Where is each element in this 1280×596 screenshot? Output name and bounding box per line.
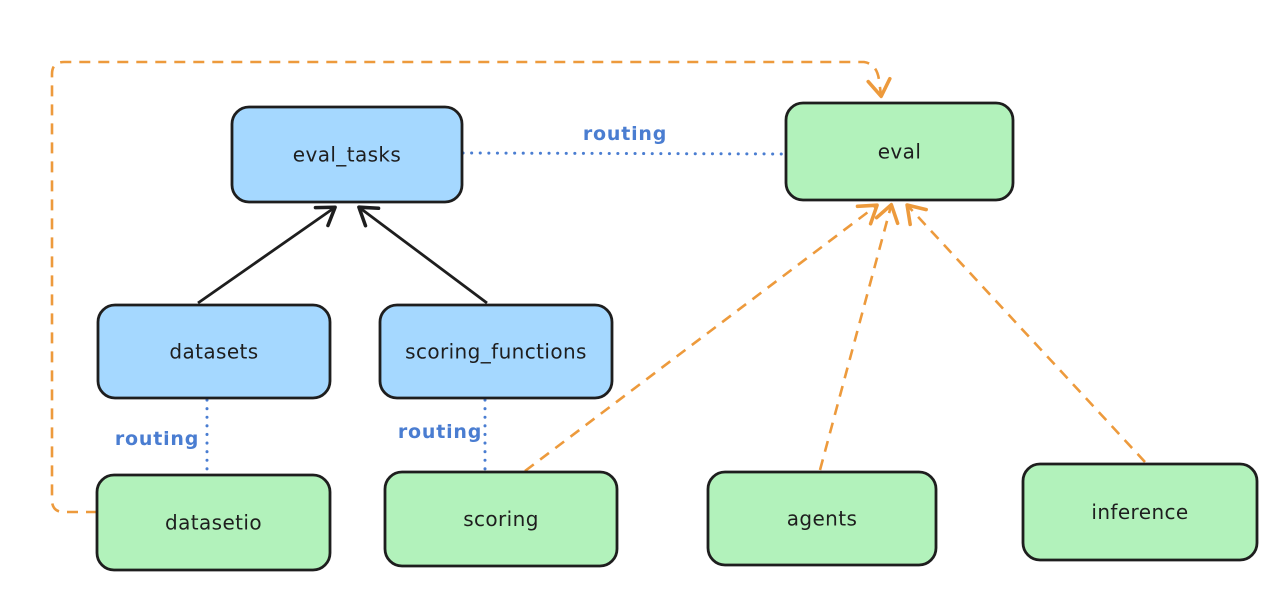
edge-label-routing-eval_tasks-eval: routing: [583, 123, 667, 145]
node-scoring_functions: scoring_functions: [378, 303, 614, 400]
node-eval-label: eval: [878, 140, 922, 164]
node-datasetio-label: datasetio: [165, 511, 262, 535]
node-scoring_functions-label: scoring_functions: [405, 340, 587, 364]
node-agents-label: agents: [787, 507, 858, 531]
edge-scoring_functions-to-eval_tasks: [357, 205, 488, 305]
node-datasetio-box: [95, 473, 332, 572]
edge-agents-to-eval: [818, 202, 900, 471]
edge-scoring-to-eval: [524, 203, 879, 473]
node-scoring-box: [383, 470, 619, 568]
node-inference-box: [1021, 462, 1259, 562]
node-inference: inference: [1021, 462, 1259, 562]
node-datasetio: datasetio: [95, 473, 332, 572]
node-eval_tasks-box: [230, 105, 464, 204]
node-scoring-label: scoring: [463, 507, 539, 531]
node-eval_tasks: eval_tasks: [230, 105, 464, 204]
edge-eval_tasks-to-eval-routing: [461, 151, 788, 156]
node-scoring_functions-box: [378, 303, 614, 400]
node-datasets: datasets: [96, 303, 332, 400]
node-inference-label: inference: [1091, 500, 1188, 524]
node-scoring: scoring: [383, 470, 619, 568]
edge-inference-to-eval: [905, 203, 1146, 463]
node-datasets-label: datasets: [169, 340, 258, 364]
node-eval-box: [784, 101, 1015, 202]
node-eval: eval: [784, 101, 1015, 202]
node-agents-box: [706, 470, 938, 567]
edge-datasetio-to-eval-loop: [50, 60, 892, 514]
node-eval_tasks-label: eval_tasks: [293, 143, 401, 167]
edge-label-routing-scoring_functions-scoring: routing: [398, 421, 482, 443]
node-datasets-box: [96, 303, 332, 400]
edge-datasets-to-eval_tasks: [197, 205, 337, 305]
node-agents: agents: [706, 470, 938, 567]
edge-label-routing-datasets-datasetio: routing: [115, 428, 199, 450]
